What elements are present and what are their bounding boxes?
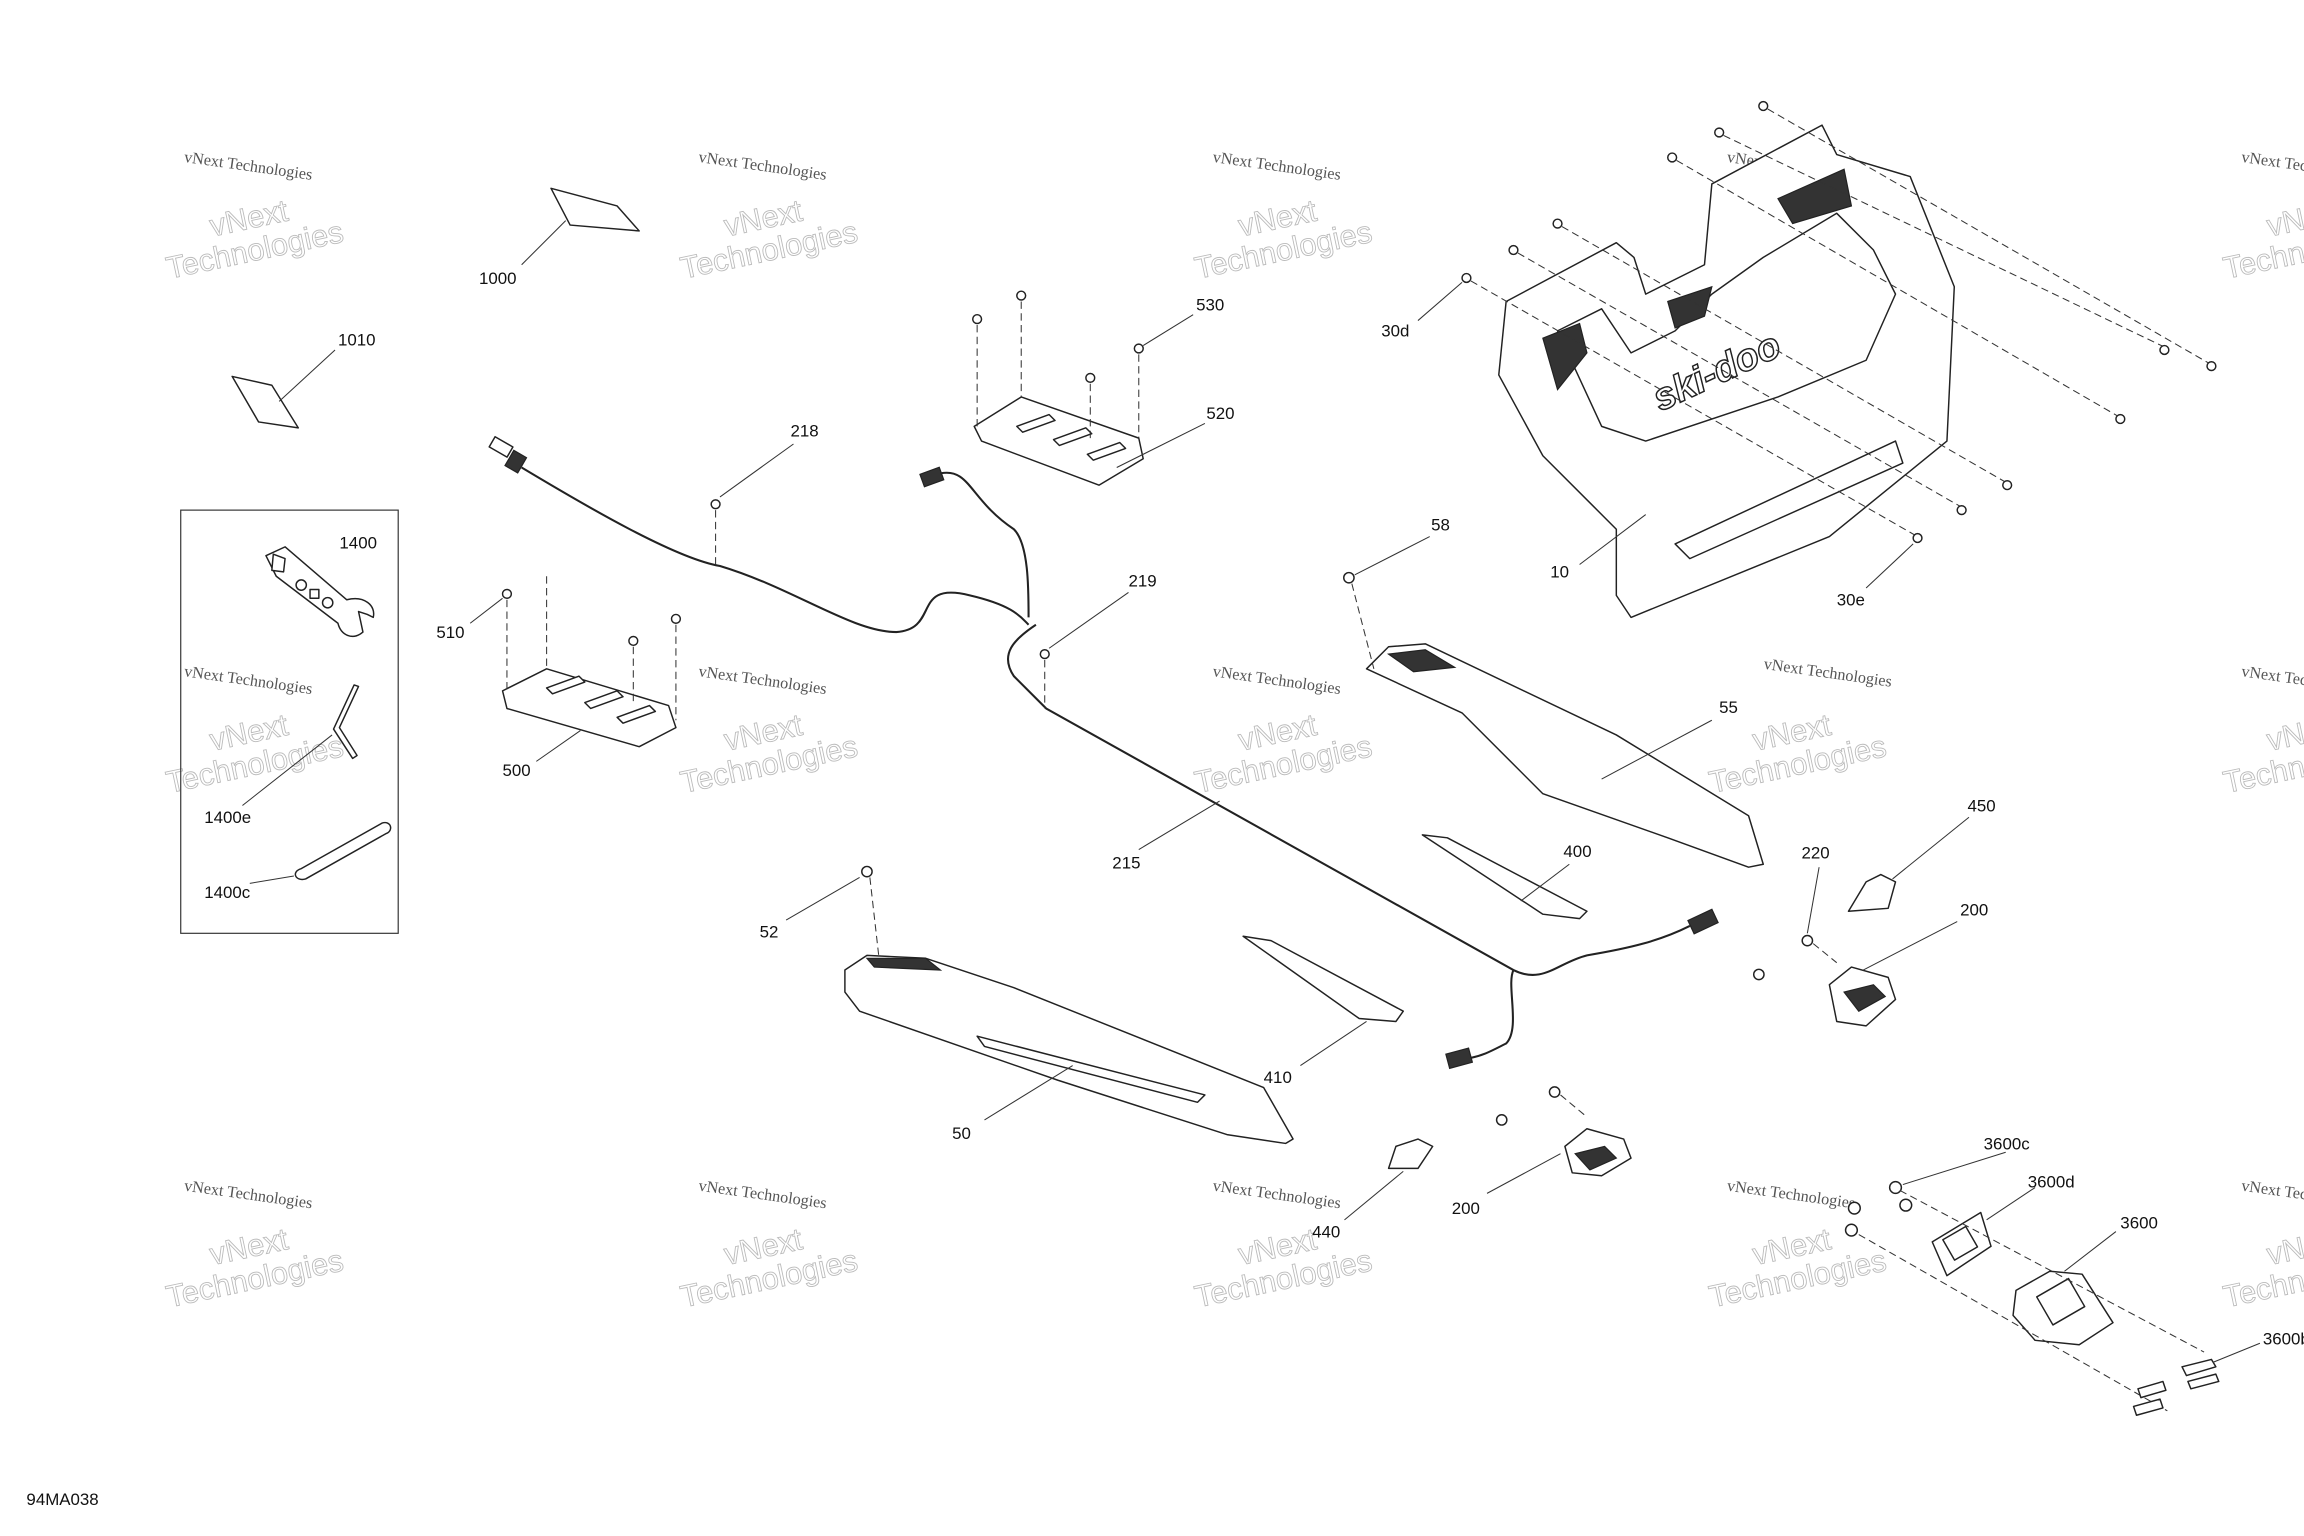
part-450-decal[interactable]: 450 <box>1847 796 1996 912</box>
callout-label: 52 <box>760 923 779 942</box>
callout-label: 1010 <box>338 331 376 350</box>
part-1400c-tool[interactable]: 1400c <box>204 821 392 902</box>
callout-label: 500 <box>503 761 531 780</box>
watermark-text: vNext Technologies <box>2240 663 2304 698</box>
part-500-bracket[interactable]: 500 <box>501 668 677 780</box>
part-1000-decal[interactable]: 1000 <box>479 187 640 288</box>
callout-label: 30d <box>1381 322 1409 341</box>
watermark-text: vNext Technologies <box>183 663 313 698</box>
callout-label: 520 <box>1206 404 1234 423</box>
callout-label: 1000 <box>479 269 517 288</box>
part-30d-washers[interactable]: 30d <box>1381 100 1769 341</box>
part-220-nuts[interactable]: 220 <box>1495 843 1838 1126</box>
part-400-decal[interactable]: 400 <box>1421 834 1592 920</box>
part-55-side-trim[interactable]: 55 <box>1365 643 1765 868</box>
callout-label: 3600c <box>1984 1134 2030 1153</box>
part-200-light-left[interactable]: 200 <box>1452 1128 1632 1218</box>
watermark-text: vNext Technologies <box>183 149 313 184</box>
callout-label: 3600 <box>2120 1214 2158 1233</box>
callout-label: 10 <box>1550 563 1569 582</box>
part-1400e-key[interactable]: 1400e <box>204 684 360 827</box>
part-3600b-bolts[interactable]: 3600b <box>2132 1330 2304 1416</box>
diagram-code: 94MA038 <box>26 1490 98 1509</box>
part-218-clip[interactable]: 218 <box>710 422 819 566</box>
callout-label: 30e <box>1837 591 1865 610</box>
callout-label: 200 <box>1452 1199 1480 1218</box>
part-530-screws[interactable]: 530 <box>972 290 1225 442</box>
watermark-text: vNext Technologies <box>1763 656 1893 691</box>
part-410-decal[interactable]: 410 <box>1242 935 1405 1087</box>
part-1400-wrench[interactable]: 1400 <box>265 533 377 637</box>
callout-label: 1400c <box>204 883 250 902</box>
part-harness[interactable] <box>488 435 1719 1070</box>
callout-label: 220 <box>1801 843 1829 862</box>
part-58-screw[interactable]: 58 <box>1343 516 1450 669</box>
callout-label: 3600b <box>2263 1330 2304 1349</box>
part-200-light-right[interactable]: 200 <box>1828 901 1988 1027</box>
part-215-label: 215 <box>1112 800 1220 873</box>
part-1010-decal[interactable]: 1010 <box>231 331 376 429</box>
callout-label: 1400 <box>339 533 377 552</box>
watermark-text: vNext Technologies <box>183 1178 313 1213</box>
watermark-text: vNext Technologies <box>2240 1178 2304 1213</box>
watermark-text: vNext Technologies <box>697 663 827 698</box>
callout-label: 58 <box>1431 516 1450 535</box>
callout-label: 215 <box>1112 854 1140 873</box>
part-520-bracket[interactable]: 520 <box>973 396 1235 486</box>
watermark-text: vNext Technologies <box>1212 1178 1342 1213</box>
callout-label: 440 <box>1312 1222 1340 1241</box>
watermark-text: vNext Technologies <box>1212 149 1342 184</box>
part-3600-hitch[interactable]: 3600 <box>1858 1189 2205 1412</box>
watermark-text: vNext Technologies <box>1212 663 1342 698</box>
callout-label: 400 <box>1563 842 1591 861</box>
callout-label: 450 <box>1968 796 1996 815</box>
callout-label: 1400e <box>204 808 251 827</box>
part-219-clip[interactable]: 219 <box>1039 572 1157 709</box>
callout-label: 3600d <box>2028 1173 2075 1192</box>
part-3600c-nuts[interactable]: 3600c <box>1844 1134 2030 1237</box>
callout-label: 55 <box>1719 698 1738 717</box>
tool-kit-box: 1400 1400e 1400c <box>180 509 399 934</box>
callout-label: 510 <box>436 623 464 642</box>
part-50-side-trim[interactable]: 50 <box>844 954 1294 1145</box>
watermark-text: vNext Technologies <box>697 149 827 184</box>
callout-label: 218 <box>791 422 819 441</box>
part-30e-screws[interactable]: 30e <box>1470 108 2217 610</box>
callout-label: 530 <box>1196 295 1224 314</box>
callout-label: 200 <box>1960 901 1988 920</box>
callout-label: 50 <box>952 1124 971 1143</box>
watermark-text: vNext Technologies <box>1726 1178 1856 1213</box>
part-510-screws[interactable]: 510 <box>436 576 682 721</box>
callout-label: 219 <box>1128 572 1156 591</box>
part-3600d-plate[interactable]: 3600d <box>1931 1173 2075 1277</box>
part-10-rear-panel[interactable]: ski-doo 10 <box>1498 124 1956 619</box>
callout-label: 410 <box>1264 1068 1292 1087</box>
watermark-text: vNext Technologies <box>2240 149 2304 184</box>
part-440-decal[interactable]: 440 <box>1312 1138 1434 1241</box>
watermark-text: vNext Technologies <box>697 1178 827 1213</box>
part-52-screw[interactable]: 52 <box>760 865 880 956</box>
